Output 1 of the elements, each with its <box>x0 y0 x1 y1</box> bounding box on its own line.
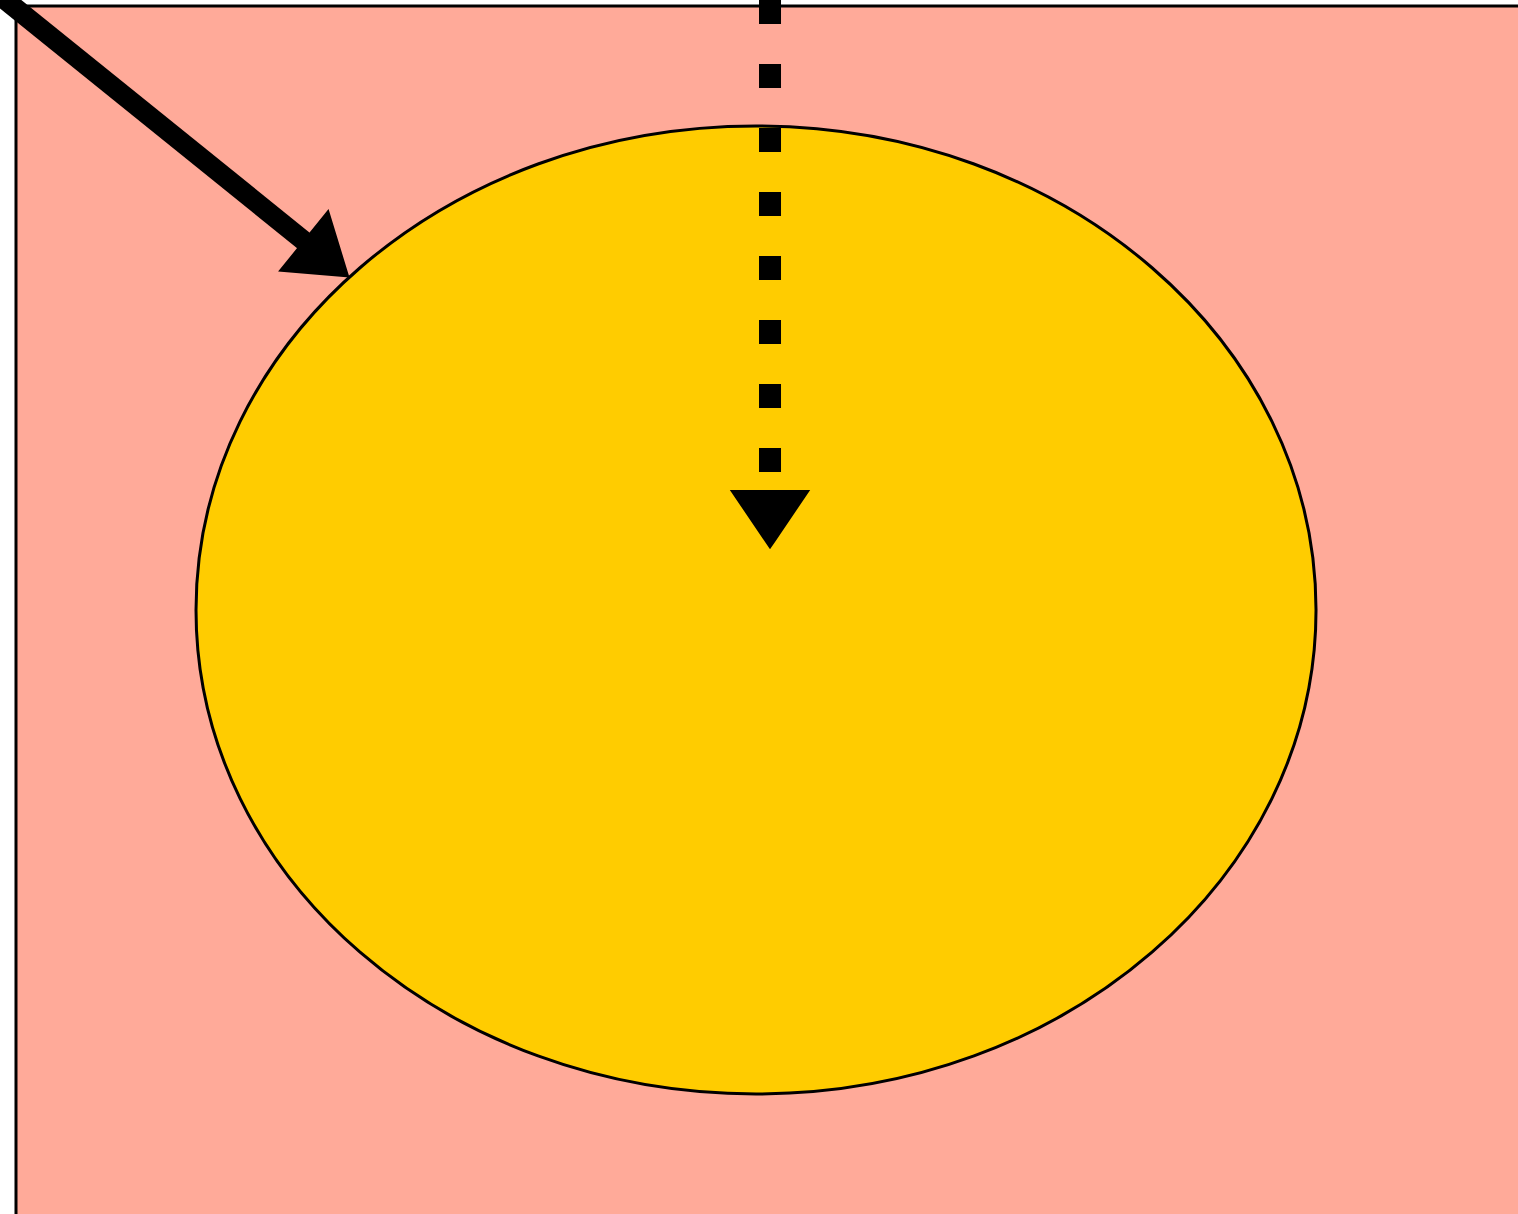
ellipse-shape <box>194 124 1318 1096</box>
